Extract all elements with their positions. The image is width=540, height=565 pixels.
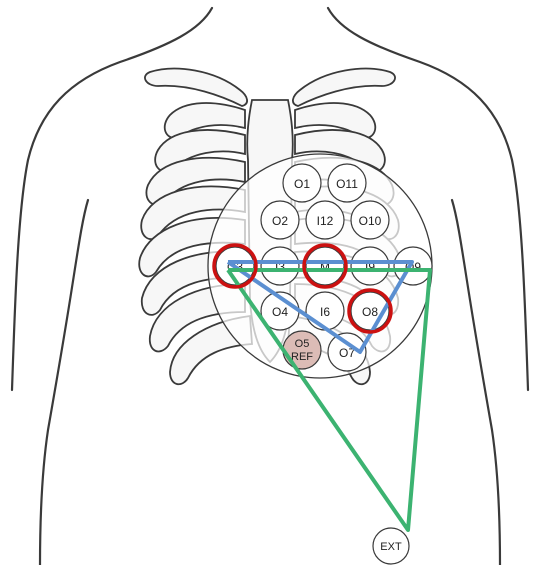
electrode-i12[interactable]: I12 bbox=[306, 201, 344, 239]
right-clavicle bbox=[293, 69, 395, 106]
electrode-m[interactable]: M bbox=[306, 247, 344, 285]
electrode-label: O1 bbox=[294, 177, 310, 191]
electrode-label: O4 bbox=[272, 305, 288, 319]
right-arm-inner-line bbox=[452, 200, 500, 565]
electrode-label-ref: REF bbox=[291, 351, 313, 363]
left-clavicle bbox=[145, 69, 247, 106]
electrode-i6[interactable]: I6 bbox=[306, 292, 344, 330]
electrode-o11[interactable]: O11 bbox=[328, 164, 366, 202]
electrode-label: I12 bbox=[317, 214, 334, 228]
electrode-o5-ref[interactable]: O5 REF bbox=[283, 331, 321, 369]
electrode-label: I6 bbox=[320, 305, 330, 319]
electrode-label: EXT bbox=[380, 541, 402, 553]
electrode-i3[interactable]: I3 bbox=[261, 247, 299, 285]
electrode-label: O10 bbox=[359, 214, 382, 228]
electrode-label: O5 bbox=[295, 338, 310, 350]
electrode-o10[interactable]: O10 bbox=[351, 201, 389, 239]
electrode-ext[interactable]: EXT bbox=[373, 528, 409, 564]
electrode-label: O2 bbox=[272, 214, 288, 228]
left-arm-inner-line bbox=[40, 200, 88, 565]
electrode-o2[interactable]: O2 bbox=[261, 201, 299, 239]
electrode-label: O8 bbox=[362, 305, 378, 319]
electrode-label: O11 bbox=[336, 177, 358, 191]
electrode-i9[interactable]: I9 bbox=[351, 247, 389, 285]
electrode-o1[interactable]: O1 bbox=[283, 164, 321, 202]
